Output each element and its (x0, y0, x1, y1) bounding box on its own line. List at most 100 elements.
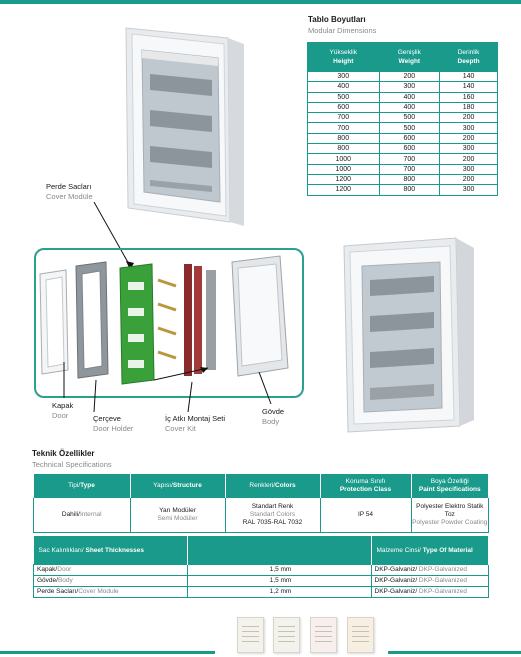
dim-cell: 200 (439, 132, 498, 145)
dim-cell: 140 (439, 70, 498, 83)
material-part: Perde Sacları/Cover Module (33, 586, 188, 598)
exploded-view-illustration (39, 255, 289, 385)
material-thickness: 1,5 mm (186, 564, 372, 576)
certificate-thumbnail (347, 617, 374, 653)
dim-cell: 500 (378, 122, 441, 134)
mat-header-blank (187, 536, 372, 565)
certificate-thumbnail (310, 617, 337, 653)
tech-specs-title: Teknik Özellikler (32, 449, 95, 458)
dim-cell: 1000 (307, 163, 380, 175)
material-type: DKP-Galvaniz/ DKP-Galvanized (370, 564, 489, 576)
spec-protection: IP 54 (320, 498, 412, 533)
label-cover-kit: İç Atkı Montaj Seti Cover Kit (165, 414, 226, 433)
tech-specs-table: Tipi/Type Yapısı/Structure Renkleri/Colo… (33, 474, 489, 533)
dim-cell: 400 (378, 101, 441, 114)
tech-specs-subtitle: Technical Specifications (32, 460, 112, 469)
dim-cell: 300 (439, 184, 498, 196)
dim-cell: 160 (439, 91, 498, 103)
dim-cell: 180 (439, 101, 498, 114)
dim-cell: 800 (378, 184, 441, 196)
dim-cell: 700 (378, 163, 441, 175)
mat-header-thickness: Sac Kalınlıkları/ Sheet Thicknesses (33, 536, 188, 565)
pointer-line-door (63, 362, 65, 398)
dim-cell: 300 (307, 70, 380, 83)
pointer-line-kit (187, 381, 193, 413)
dim-cell: 300 (439, 122, 498, 134)
material-type: DKP-Galvaniz/ DKP-Galvanized (370, 586, 489, 598)
dim-cell: 700 (307, 112, 380, 124)
materials-table: Sac Kalınlıkları/ Sheet Thicknesses Malz… (33, 536, 489, 598)
material-part: Gövde/Body (33, 575, 188, 587)
dim-cell: 300 (439, 163, 498, 175)
dim-cell: 1000 (307, 153, 380, 165)
label-body: Gövde Body (262, 407, 285, 426)
dim-cell: 1200 (307, 184, 380, 196)
panel-image-front (125, 27, 244, 226)
dim-cell: 200 (378, 70, 441, 83)
dim-cell: 140 (439, 81, 498, 93)
label-cover-module: Perde Sacları Cover Modüle (46, 182, 93, 201)
dim-cell: 200 (439, 173, 498, 186)
dim-cell: 600 (378, 132, 441, 145)
certificate-thumbnail (273, 617, 300, 653)
dim-cell: 400 (378, 91, 441, 103)
dim-cell: 1200 (307, 173, 380, 186)
dim-cell: 300 (378, 81, 441, 93)
pointer-line-holder (93, 379, 97, 413)
dim-cell: 600 (378, 143, 441, 155)
dimensions-subtitle: Modular Dimensions (308, 26, 377, 35)
dim-cell: 500 (378, 112, 441, 124)
dim-cell: 800 (307, 143, 380, 155)
material-type: DKP-Galvaniz/ DKP-Galvanized (370, 575, 489, 587)
spec-header-colors: Renkleri/Colors (225, 474, 321, 498)
mat-header-material: Malzeme Cinsi/ Type Of Material (371, 536, 489, 565)
dim-cell: 500 (307, 91, 380, 103)
label-door: Kapak Door (52, 401, 74, 420)
spec-header-structure: Yapısı/Structure (130, 474, 226, 498)
dim-cell: 800 (307, 132, 380, 145)
top-accent-line (0, 0, 521, 4)
spec-header-type: Tipi/Type (33, 474, 131, 498)
dim-cell: 400 (307, 81, 380, 93)
panel-image-side (343, 237, 474, 433)
dim-cell: 700 (307, 122, 380, 134)
dim-cell: 200 (439, 153, 498, 165)
pointer-line-body (258, 371, 272, 405)
dim-cell: 200 (439, 112, 498, 124)
bottom-accent-line-right (388, 651, 521, 654)
dim-cell: 800 (378, 173, 441, 186)
dim-cell: 700 (378, 153, 441, 165)
dim-cell: 300 (439, 143, 498, 155)
pointer-line-cover (93, 201, 134, 270)
material-thickness: 1,2 mm (186, 586, 372, 598)
spec-type: Dahili/Internal (33, 498, 131, 533)
dimensions-title: Tablo Boyutları (308, 15, 366, 24)
exploded-view-frame (34, 248, 304, 398)
certificate-thumbnail (237, 617, 264, 653)
material-thickness: 1,5 mm (186, 575, 372, 587)
label-door-holder: Çerçeve Door Holder (93, 414, 134, 433)
